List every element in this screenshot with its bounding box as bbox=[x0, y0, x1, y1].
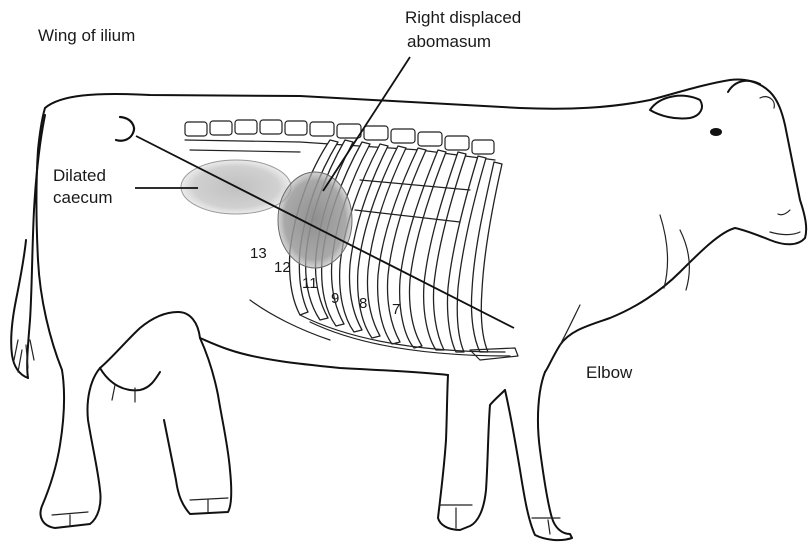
rib-number-12: 12 bbox=[274, 259, 291, 276]
label-abomasum: abomasum bbox=[407, 32, 491, 51]
rib-number-7: 7 bbox=[392, 301, 400, 318]
label-right-displaced: Right displaced bbox=[405, 8, 521, 27]
label-dilated: Dilated bbox=[53, 166, 106, 185]
displaced-abomasum-shape bbox=[278, 172, 352, 268]
wing-of-ilium-mark bbox=[116, 117, 134, 141]
label-wing-of-ilium: Wing of ilium bbox=[38, 26, 135, 45]
rib-number-8: 8 bbox=[359, 295, 367, 312]
label-caecum: caecum bbox=[53, 188, 113, 207]
rib-number-9: 9 bbox=[331, 290, 339, 307]
rib-number-11: 11 bbox=[302, 275, 318, 292]
rib-number-13: 13 bbox=[250, 245, 267, 262]
label-elbow: Elbow bbox=[586, 363, 633, 382]
